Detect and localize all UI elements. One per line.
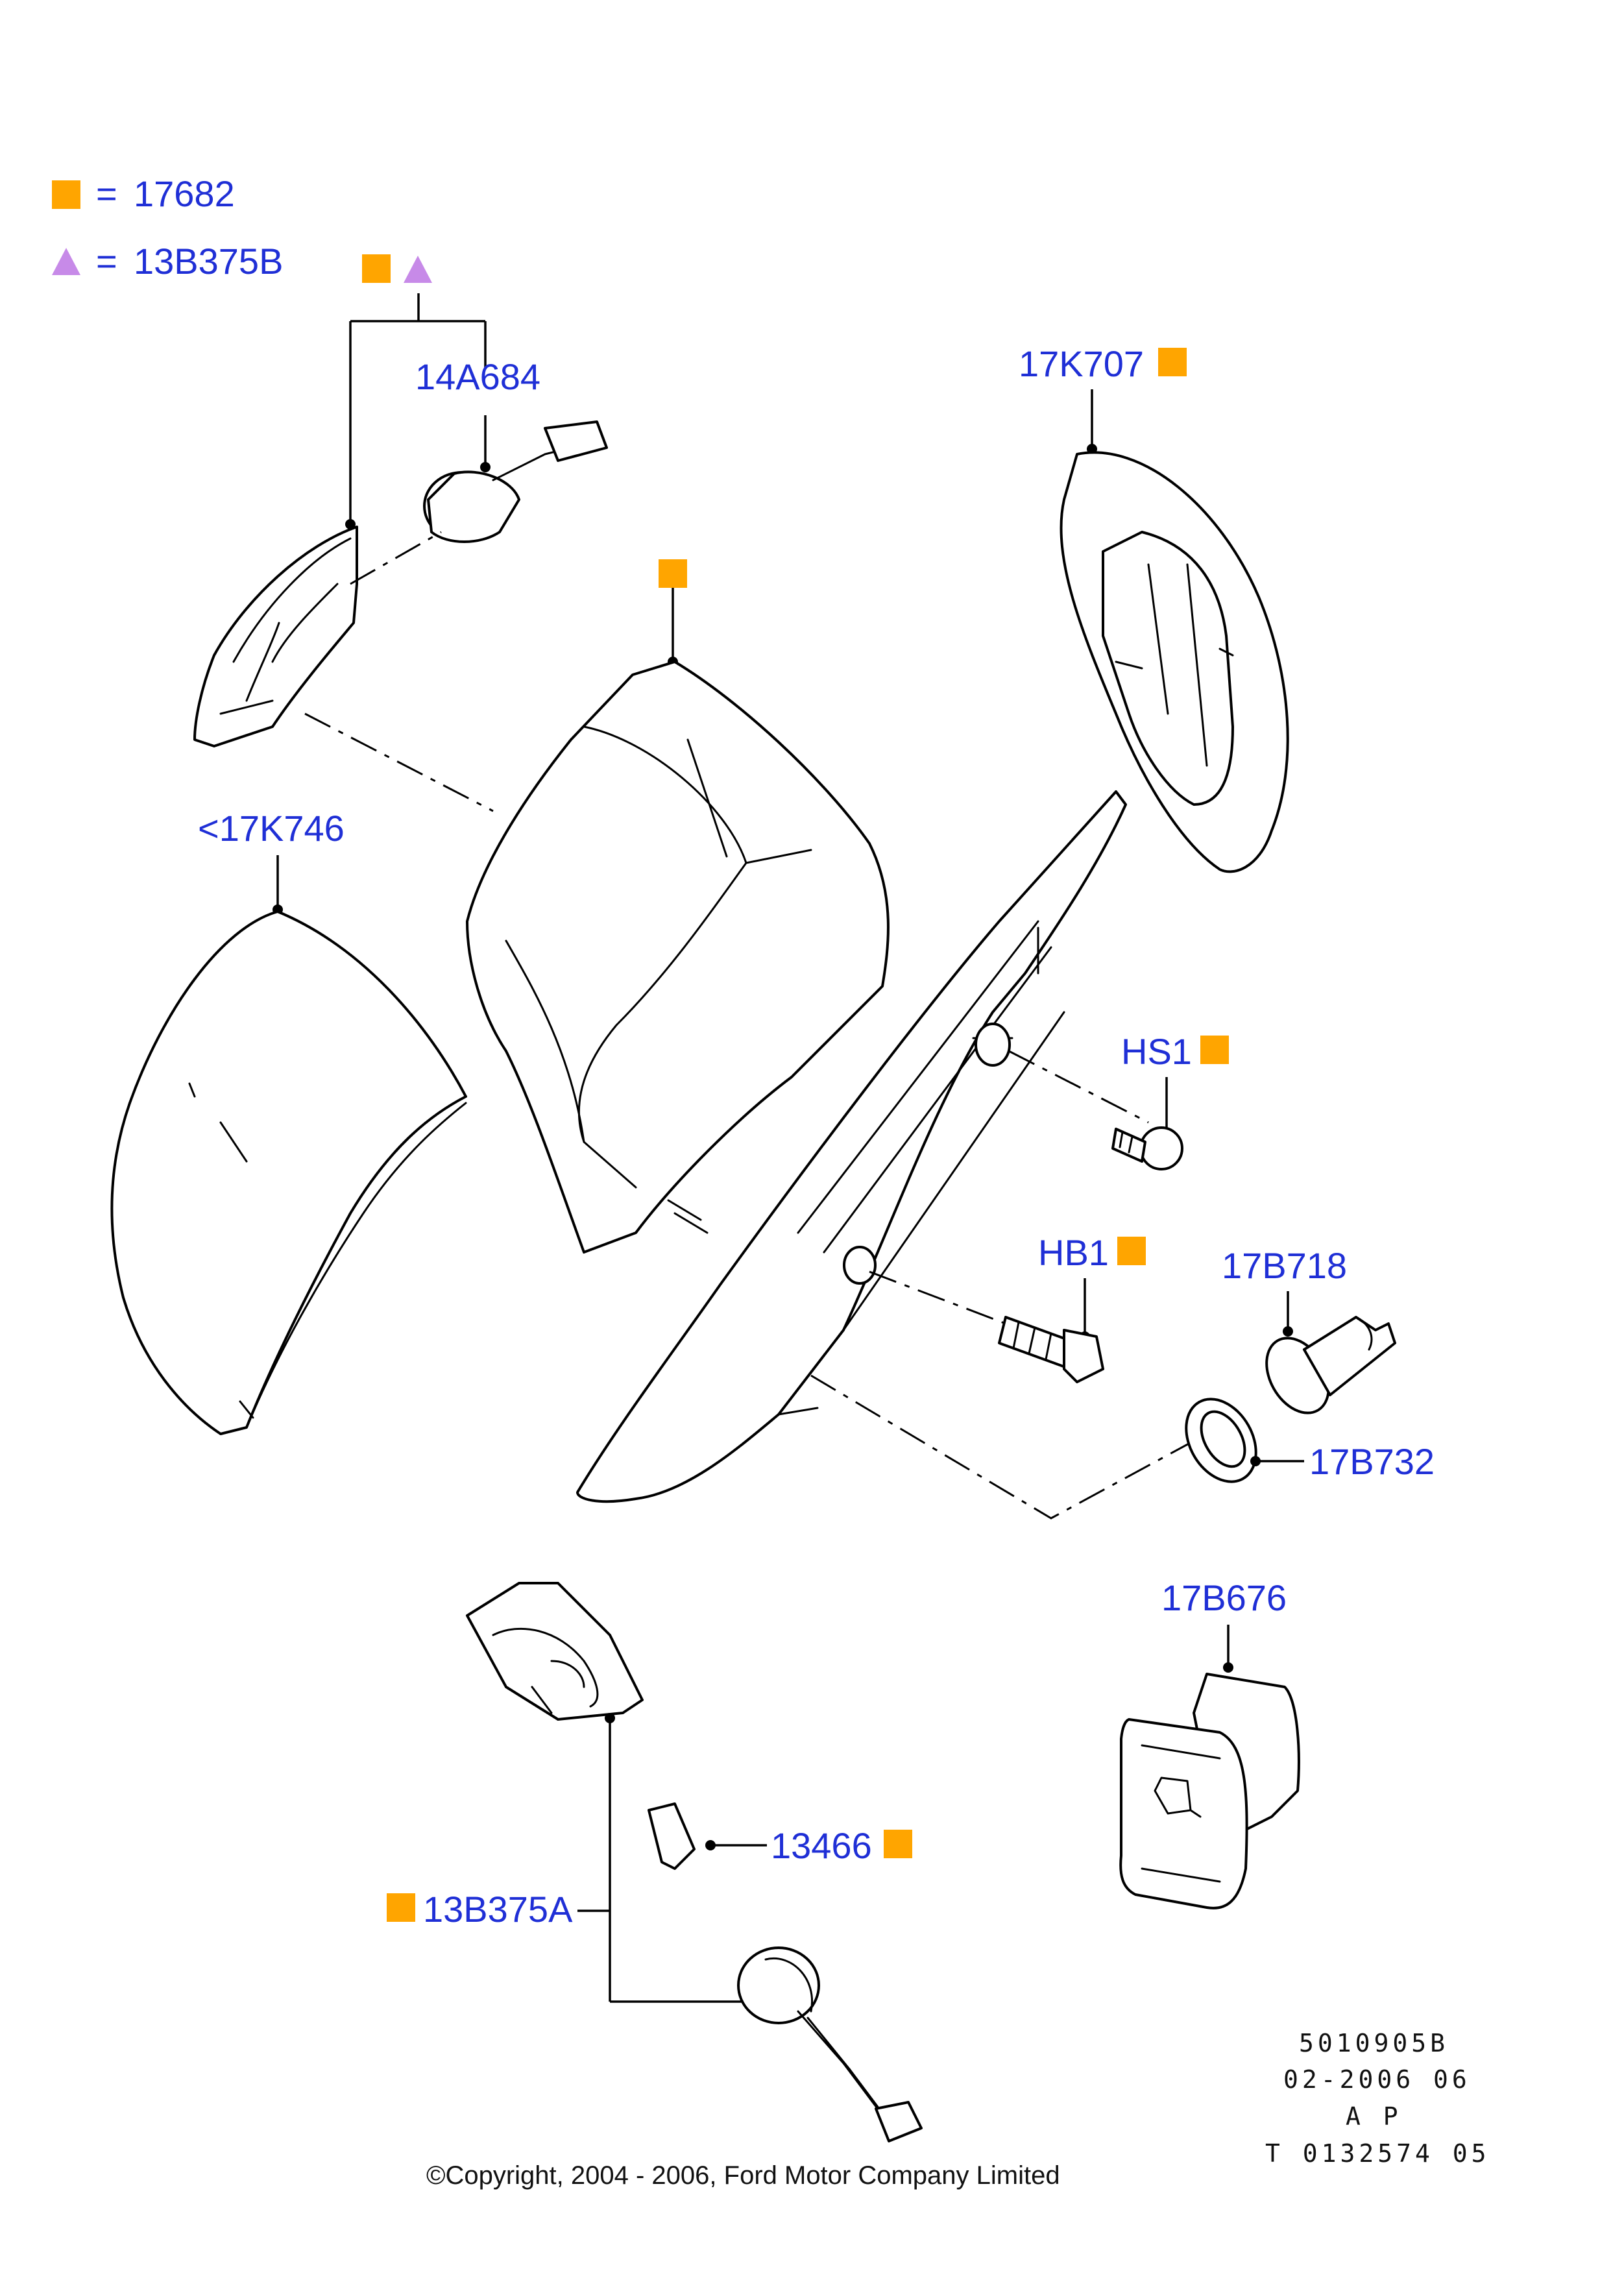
label-HB1: HB1	[1038, 1232, 1109, 1273]
indicator-housing	[193, 526, 358, 747]
code-line-3: A P	[1346, 2102, 1402, 2131]
screw-head	[1139, 1126, 1183, 1170]
code-line-4: T 0132574 05	[1265, 2139, 1490, 2168]
legend-square-icon	[52, 180, 80, 209]
label-17B718: 17B718	[1222, 1245, 1347, 1286]
puddle-lamp-socket	[737, 1946, 820, 2024]
label-13466: 13466	[771, 1825, 872, 1866]
legend-equals-2: =	[96, 241, 117, 282]
marker-square-icon	[362, 254, 391, 283]
legend-equals: =	[96, 173, 117, 214]
legend-square-value: 17682	[134, 173, 235, 214]
marker-square-icon	[387, 1893, 415, 1922]
marker-square-icon	[1158, 348, 1187, 376]
part-HS1-group: HS1	[1111, 1031, 1229, 1170]
marker-square-icon	[1117, 1237, 1146, 1265]
legend: = 17682 = 13B375B	[52, 173, 283, 282]
wedge-bulb	[648, 1802, 696, 1870]
marker-triangle-icon	[404, 256, 432, 283]
code-line-1: 5010905B	[1299, 2029, 1449, 2057]
label-17B732: 17B732	[1309, 1441, 1435, 1482]
puddle-lamp-housing	[466, 1582, 644, 1721]
part-17B718-group: 17B718	[1222, 1245, 1396, 1414]
part-17B732-group: 17B732	[1185, 1398, 1435, 1483]
label-17B676: 17B676	[1161, 1577, 1287, 1618]
part-17B676-group: 17B676	[1119, 1577, 1300, 1909]
mirror-cover	[110, 910, 467, 1435]
label-14A684: 14A684	[415, 356, 540, 397]
legend-triangle-value: 13B375B	[134, 241, 283, 282]
marker-square-icon	[659, 559, 687, 588]
label-17K707: 17K707	[1019, 343, 1144, 384]
label-17K746: <17K746	[198, 808, 345, 849]
part-14A684-group: 14A684	[193, 254, 608, 812]
label-13B375A: 13B375A	[423, 1889, 573, 1930]
reference-code-block: 5010905B 02-2006 06 A P T 0132574 05	[1265, 2029, 1490, 2168]
label-HS1: HS1	[1121, 1031, 1192, 1072]
marker-square-icon	[884, 1830, 912, 1858]
mirror-housing-group	[466, 559, 1207, 1520]
part-17K746-group: <17K746	[110, 808, 467, 1435]
marker-square-icon	[1200, 1036, 1229, 1064]
part-17K707-group: 17K707	[1019, 343, 1289, 873]
mirror-base-arm	[576, 790, 1127, 1503]
part-13B375A-group: 13B375A 13466	[387, 1582, 923, 2142]
copyright-notice: ©Copyright, 2004 - 2006, Ford Motor Comp…	[426, 2161, 1060, 2190]
part-HB1-group: HB1	[998, 1232, 1146, 1383]
code-line-2: 02-2006 06	[1283, 2065, 1471, 2094]
legend-triangle-icon	[52, 248, 80, 275]
